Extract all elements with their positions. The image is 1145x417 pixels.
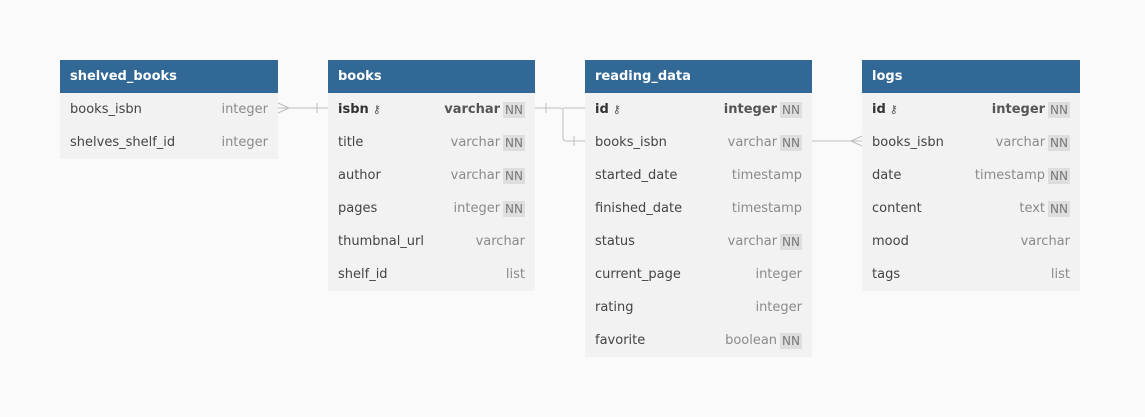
field-type: varchar — [450, 168, 501, 183]
field-type: timestamp — [731, 168, 802, 183]
not-null-badge: NN — [780, 101, 802, 118]
field-row[interactable]: shelf_id list — [328, 258, 535, 291]
table-header[interactable]: shelved_books — [60, 60, 278, 93]
field-type: varchar — [995, 135, 1046, 150]
table-header[interactable]: reading_data — [585, 60, 812, 93]
field-type: text — [1019, 201, 1046, 216]
field-row[interactable]: started_date timestamp — [585, 159, 812, 192]
not-null-badge: NN — [503, 167, 525, 184]
field-type: list — [1050, 267, 1070, 282]
field-name: shelves_shelf_id — [70, 135, 176, 150]
field-name: author — [338, 168, 381, 183]
field-name: thumbnal_url — [338, 234, 425, 249]
relationship-books-reading-data — [535, 103, 585, 146]
not-null-badge: NN — [1048, 200, 1070, 217]
relationship-reading-data-logs — [812, 135, 863, 147]
key-icon: ⚷ — [889, 103, 898, 116]
field-type: integer — [221, 102, 268, 117]
field-name: books_isbn — [872, 135, 944, 150]
field-type: varchar — [475, 234, 525, 249]
field-type: integer — [755, 267, 802, 282]
field-row[interactable]: mood varchar — [862, 225, 1080, 258]
not-null-badge: NN — [780, 332, 802, 349]
not-null-badge: NN — [780, 233, 802, 250]
field-name: books_isbn — [595, 135, 667, 150]
field-name: favorite — [595, 333, 646, 348]
field-name: shelf_id — [338, 267, 388, 282]
key-icon: ⚷ — [372, 103, 381, 116]
field-name: pages — [338, 201, 378, 216]
field-type: varchar — [727, 234, 778, 249]
field-type: list — [505, 267, 525, 282]
field-name: finished_date — [595, 201, 683, 216]
field-type: integer — [723, 102, 778, 117]
field-type: integer — [453, 201, 501, 216]
key-icon: ⚷ — [612, 103, 621, 116]
field-name: books_isbn — [70, 102, 142, 117]
field-name: current_page — [595, 267, 681, 282]
field-row[interactable]: shelves_shelf_id integer — [60, 126, 278, 159]
field-row[interactable]: books_isbn integer — [60, 93, 278, 126]
table-header[interactable]: books — [328, 60, 535, 93]
field-type: integer — [755, 300, 802, 315]
field-name: title — [338, 135, 364, 150]
table-header[interactable]: logs — [862, 60, 1080, 93]
field-row[interactable]: tags list — [862, 258, 1080, 291]
field-type: varchar — [1020, 234, 1070, 249]
field-name: id⚷ — [872, 93, 898, 126]
field-row[interactable]: thumbnal_url varchar — [328, 225, 535, 258]
field-row[interactable]: rating integer — [585, 291, 812, 324]
field-type: boolean — [725, 333, 778, 348]
field-type: varchar — [450, 135, 501, 150]
field-type: integer — [991, 102, 1046, 117]
not-null-badge: NN — [780, 134, 802, 151]
not-null-badge: NN — [503, 200, 525, 217]
field-name: date — [872, 168, 902, 183]
field-name: content — [872, 201, 922, 216]
field-type: timestamp — [731, 201, 802, 216]
field-name: tags — [872, 267, 901, 282]
table-shelved-books[interactable]: shelved_books books_isbn integer shelves… — [60, 60, 278, 159]
field-type: timestamp — [974, 168, 1046, 183]
field-row[interactable]: finished_date timestamp — [585, 192, 812, 225]
not-null-badge: NN — [1048, 134, 1070, 151]
field-name: status — [595, 234, 635, 249]
field-name: id⚷ — [595, 93, 621, 126]
field-type: varchar — [727, 135, 778, 150]
field-name: isbn⚷ — [338, 93, 381, 126]
field-type: integer — [221, 135, 268, 150]
field-row[interactable]: current_page integer — [585, 258, 812, 291]
field-name: started_date — [595, 168, 678, 183]
field-name: rating — [595, 300, 634, 315]
field-name: mood — [872, 234, 909, 249]
not-null-badge: NN — [1048, 167, 1070, 184]
relationship-shelved-books-books — [277, 102, 328, 114]
not-null-badge: NN — [503, 134, 525, 151]
not-null-badge: NN — [503, 101, 525, 118]
field-type: varchar — [444, 102, 501, 117]
not-null-badge: NN — [1048, 101, 1070, 118]
